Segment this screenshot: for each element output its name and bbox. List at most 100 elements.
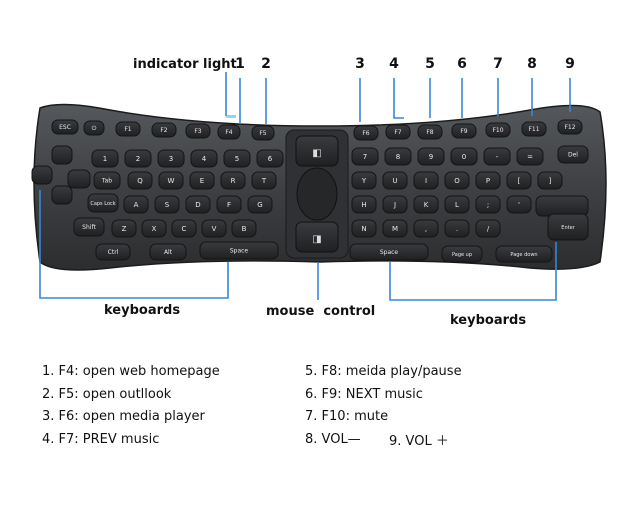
key-f10[interactable]: F10 — [485, 122, 511, 138]
key-alt[interactable]: Alt — [149, 243, 187, 261]
key-f9[interactable]: F9 — [451, 123, 477, 139]
key-cap — [413, 195, 439, 214]
key-symbol[interactable]: ' — [506, 195, 532, 214]
key-page-up[interactable]: Page up — [441, 245, 483, 263]
key-d[interactable]: D — [185, 195, 211, 214]
key-symbol[interactable]: . — [444, 219, 470, 238]
key-cap — [451, 123, 477, 139]
key-f7[interactable]: F7 — [385, 124, 411, 140]
key-caps-lock[interactable]: Caps Lock — [87, 193, 119, 213]
key-i[interactable]: I — [413, 171, 439, 190]
key-3[interactable]: 3 — [157, 149, 185, 168]
key-9[interactable]: 9 — [417, 147, 445, 166]
legend-text: VOL ＋ — [405, 434, 449, 449]
key-label: K — [424, 201, 429, 209]
key-f2[interactable]: F2 — [151, 122, 177, 138]
key-del[interactable]: Del — [557, 145, 589, 164]
key-u[interactable]: U — [382, 171, 408, 190]
key-2[interactable]: 2 — [124, 149, 152, 168]
key-a[interactable]: A — [123, 195, 149, 214]
key-label: 4 — [202, 155, 207, 163]
key-f3[interactable]: F3 — [185, 123, 211, 139]
key-cap — [123, 195, 149, 214]
key-0[interactable]: 0 — [450, 147, 478, 166]
key-cap — [516, 147, 544, 166]
key-symbol[interactable] — [31, 165, 53, 185]
key-4[interactable]: 4 — [190, 149, 218, 168]
key-cap — [485, 122, 511, 138]
key-k[interactable]: K — [413, 195, 439, 214]
key-symbol[interactable]: ⏻ — [83, 120, 105, 136]
key-label: M — [392, 225, 398, 233]
left-click-key[interactable] — [295, 135, 339, 167]
key-o[interactable]: O — [444, 171, 470, 190]
key-f5[interactable]: F5 — [251, 125, 275, 141]
key-v[interactable]: V — [201, 219, 227, 238]
key-shift[interactable]: Shift — [73, 217, 105, 237]
key-f4[interactable]: F4 — [217, 124, 241, 140]
key-6[interactable]: 6 — [256, 149, 284, 168]
key-f11[interactable]: F11 — [521, 121, 547, 137]
key-cap — [51, 145, 73, 165]
key-symbol[interactable]: , — [413, 219, 439, 238]
key-g[interactable]: G — [247, 195, 273, 214]
key-b[interactable]: B — [231, 219, 257, 238]
legend-text: F4: open web homepage — [58, 364, 220, 379]
key-label: 2 — [136, 155, 140, 163]
keyboards-left-label: keyboards — [104, 303, 181, 318]
callout-number-2: 2 — [261, 56, 271, 72]
key-symbol[interactable]: / — [475, 219, 501, 238]
key-e[interactable]: E — [189, 171, 215, 190]
key-r[interactable]: R — [220, 171, 246, 190]
key-tab[interactable]: Tab — [93, 171, 121, 190]
key-y[interactable]: Y — [351, 171, 377, 190]
key-cap — [220, 171, 246, 190]
key-5[interactable]: 5 — [223, 149, 251, 168]
key-l[interactable]: L — [444, 195, 470, 214]
key-space[interactable]: Space — [349, 243, 429, 261]
key-symbol[interactable]: ] — [537, 171, 563, 190]
key-w[interactable]: W — [158, 171, 184, 190]
key-f[interactable]: F — [216, 195, 242, 214]
key-f8[interactable]: F8 — [417, 124, 443, 140]
key-7[interactable]: 7 — [351, 147, 379, 166]
key-j[interactable]: J — [382, 195, 408, 214]
key-f1[interactable]: F1 — [115, 121, 141, 137]
key-m[interactable]: M — [382, 219, 408, 238]
key-ctrl[interactable]: Ctrl — [95, 243, 131, 261]
key-cap — [547, 213, 589, 241]
key-8[interactable]: 8 — [384, 147, 412, 166]
key-p[interactable]: P — [475, 171, 501, 190]
key-s[interactable]: S — [154, 195, 180, 214]
key-f6[interactable]: F6 — [353, 125, 379, 141]
key-label: A — [134, 201, 139, 209]
key-h[interactable]: H — [351, 195, 377, 214]
key-cap — [247, 195, 273, 214]
key-symbol[interactable] — [535, 195, 589, 217]
callout-number-8: 8 — [527, 56, 537, 72]
key-symbol[interactable] — [67, 169, 91, 189]
key-symbol[interactable]: ; — [475, 195, 501, 214]
key-cap — [382, 219, 408, 238]
key-t[interactable]: T — [251, 171, 277, 190]
key-page-down[interactable]: Page down — [495, 245, 553, 263]
mouse-trackpoint[interactable] — [296, 167, 338, 221]
key-space[interactable]: Space — [199, 241, 279, 260]
key-symbol[interactable]: - — [483, 147, 511, 166]
key-enter[interactable]: Enter — [547, 213, 589, 241]
key-x[interactable]: X — [141, 219, 167, 238]
key-q[interactable]: Q — [127, 171, 153, 190]
key-symbol[interactable]: = — [516, 147, 544, 166]
key-esc[interactable]: ESC — [51, 119, 79, 135]
right-click-key[interactable] — [295, 221, 339, 253]
key-1[interactable]: 1 — [91, 149, 119, 168]
key-n[interactable]: N — [351, 219, 377, 238]
key-cap — [506, 171, 532, 190]
key-z[interactable]: Z — [111, 219, 137, 238]
key-symbol[interactable] — [51, 145, 73, 165]
key-symbol[interactable]: [ — [506, 171, 532, 190]
key-symbol[interactable] — [51, 185, 73, 205]
key-cap — [251, 125, 275, 141]
key-f12[interactable]: F12 — [557, 119, 583, 135]
key-c[interactable]: C — [171, 219, 197, 238]
